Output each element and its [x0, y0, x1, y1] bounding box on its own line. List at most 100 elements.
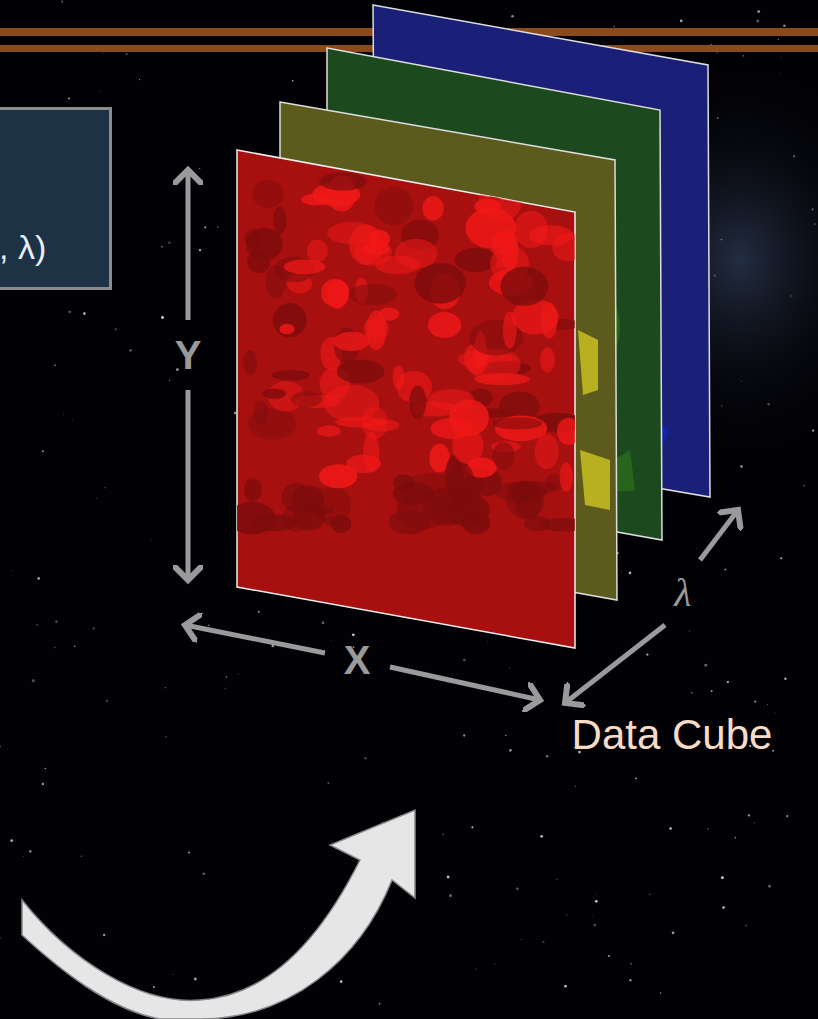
- star: [566, 914, 567, 915]
- star: [516, 887, 519, 890]
- texture-blob: [247, 251, 270, 273]
- star: [322, 621, 325, 624]
- star: [194, 978, 197, 981]
- texture-blob: [508, 168, 544, 194]
- axis-label: λ: [674, 573, 691, 613]
- star: [153, 986, 155, 988]
- star: [680, 20, 683, 23]
- star: [199, 249, 201, 251]
- star: [486, 641, 488, 643]
- star: [208, 624, 210, 626]
- star: [757, 10, 760, 13]
- star: [0, 938, 1, 939]
- star: [55, 620, 58, 623]
- star: [509, 749, 512, 752]
- layer-texture: [228, 168, 587, 534]
- star: [54, 364, 56, 366]
- star: [630, 963, 632, 965]
- star: [447, 876, 450, 879]
- texture-blob: [272, 370, 310, 380]
- star: [740, 465, 743, 468]
- star: [328, 782, 330, 784]
- star: [707, 828, 708, 829]
- star: [237, 673, 239, 675]
- star: [188, 852, 190, 854]
- texture-blob: [393, 366, 405, 390]
- texture-blob: [414, 263, 466, 304]
- texture-blob: [273, 303, 307, 337]
- star: [92, 627, 94, 629]
- texture-blob: [422, 196, 443, 220]
- star: [689, 630, 690, 631]
- star: [613, 26, 614, 27]
- texture-blob: [493, 442, 515, 470]
- star: [722, 906, 725, 909]
- star: [804, 485, 805, 486]
- star: [509, 667, 511, 669]
- star: [83, 312, 86, 315]
- star: [32, 679, 35, 682]
- star: [330, 639, 332, 641]
- texture-blob: [337, 360, 385, 384]
- texture-blob: [319, 464, 357, 488]
- texture-blob: [500, 267, 548, 306]
- texture-blob: [334, 332, 370, 351]
- texture-blob: [474, 199, 500, 215]
- star: [745, 925, 747, 927]
- star: [646, 653, 648, 655]
- texture-blob: [244, 478, 262, 501]
- star: [352, 633, 355, 636]
- star: [696, 547, 698, 549]
- star: [102, 52, 104, 54]
- star: [364, 757, 366, 759]
- star: [161, 246, 163, 248]
- star: [61, 1, 63, 3]
- star: [743, 55, 745, 57]
- texture-blob: [560, 462, 573, 491]
- star: [767, 704, 768, 705]
- lambda-axis: [700, 510, 738, 560]
- star: [45, 768, 47, 770]
- text-box: , λ): [0, 107, 112, 290]
- star: [10, 839, 13, 842]
- axis-label: X: [344, 640, 371, 680]
- star: [783, 24, 785, 26]
- star: [735, 837, 737, 839]
- texture-blob: [491, 230, 517, 255]
- box-text: , λ): [0, 230, 46, 264]
- star: [36, 624, 37, 625]
- star: [556, 879, 557, 880]
- star: [172, 974, 173, 975]
- texture-blob: [252, 179, 283, 208]
- star: [768, 885, 771, 888]
- star: [780, 557, 782, 559]
- texture-blob: [375, 256, 420, 275]
- star: [543, 941, 545, 943]
- star: [475, 968, 476, 969]
- star: [379, 1003, 381, 1005]
- star: [724, 569, 725, 570]
- star: [725, 569, 727, 571]
- texture-blob: [324, 385, 379, 422]
- star: [778, 39, 779, 40]
- texture-blob: [540, 347, 555, 372]
- texture-blob: [284, 259, 325, 274]
- star: [721, 876, 724, 879]
- star: [234, 412, 237, 415]
- texture-blob: [452, 428, 483, 464]
- texture-blob: [248, 408, 297, 439]
- star: [546, 755, 549, 758]
- x-axis: [185, 625, 325, 653]
- texture-blob: [349, 284, 397, 305]
- star: [608, 955, 610, 957]
- star: [81, 856, 82, 857]
- star: [669, 827, 671, 829]
- texture-blob: [307, 240, 328, 263]
- star: [629, 572, 632, 575]
- star: [161, 316, 164, 319]
- star: [595, 900, 598, 903]
- star: [748, 814, 750, 816]
- star: [784, 678, 786, 680]
- axis-label: Y: [175, 335, 202, 375]
